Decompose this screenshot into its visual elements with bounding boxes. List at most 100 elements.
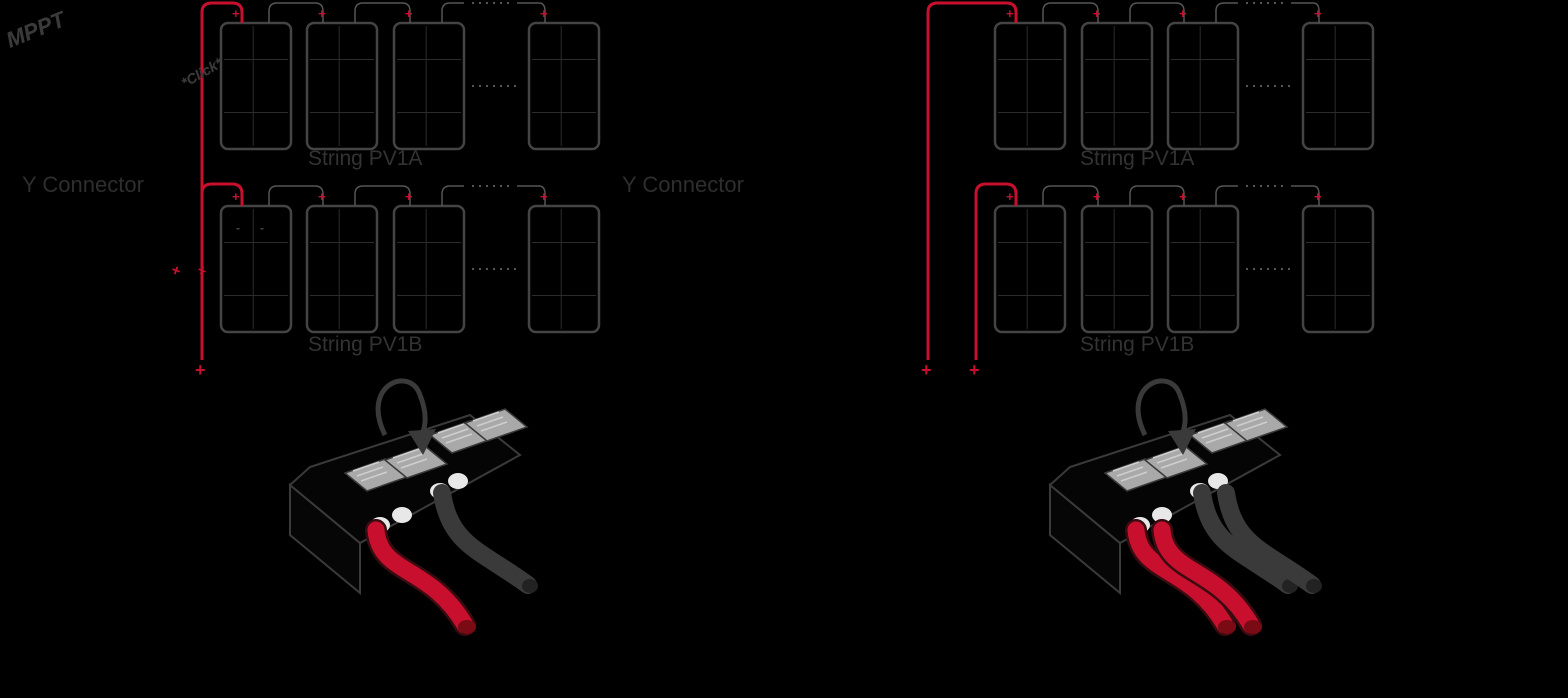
panel-frame <box>392 204 466 334</box>
right-string-pv1b-link-wire <box>1215 185 1238 206</box>
left-string-pv1b-plus-mark-2: + <box>318 189 326 204</box>
right-string-pv1a-plus-mark-1: + <box>1006 6 1014 21</box>
click-arrow-head <box>408 429 436 455</box>
mppt-port-ridges <box>392 448 428 469</box>
right-string-pv1b-plus-mark-2: + <box>1093 189 1101 204</box>
right-string-pv1b-plus-mark-1: + <box>1006 189 1014 204</box>
click-arrow <box>1135 378 1188 437</box>
left-string-pv1a-panel-4 <box>527 21 601 151</box>
left-string-pv1b-panel-2 <box>305 204 379 334</box>
negative-cable-end <box>522 579 538 593</box>
right-string-pv1b-link-wire <box>1129 185 1185 206</box>
left-string-pv1a-plus-mark-4: + <box>540 6 548 21</box>
left-string-pv1a-link-wire <box>517 2 546 23</box>
panel-frame <box>993 21 1067 151</box>
left-string-pv1b-link-wire <box>268 185 324 206</box>
mppt-port-ridges <box>1112 461 1148 482</box>
panel-frame <box>1080 204 1154 334</box>
right-string-pv1b-link-wire <box>1291 185 1320 206</box>
mppt-port-block <box>1223 408 1289 442</box>
right-string-pv1a-panel-3 <box>1166 21 1240 151</box>
mppt-port-ridges <box>472 411 508 432</box>
right-positive-terminal-a: + <box>921 360 932 380</box>
left-string-pv1b-panel-3 <box>392 204 466 334</box>
right-string-pv1b-panel-4 <box>1301 204 1375 334</box>
left-positive-riser <box>200 1 244 360</box>
negative-terminal-mark: - <box>236 221 240 235</box>
mppt-port-ridges <box>1152 448 1188 469</box>
panel-frame <box>305 204 379 334</box>
mppt-port-block <box>463 408 529 442</box>
string-pv1b-label-left: String PV1B <box>308 333 423 356</box>
mppt-port-block <box>1143 445 1209 479</box>
negative-terminal-mark: - <box>236 221 240 235</box>
panel-frame <box>527 204 601 334</box>
mppt-port-ridges <box>1232 411 1268 432</box>
mppt-port-ridges <box>1197 423 1233 444</box>
right-string-pv1b-plus-mark-3: + <box>1179 189 1187 204</box>
negative-cable <box>1217 484 1321 594</box>
panel-frame <box>219 21 293 151</box>
positive-cable-end <box>1218 620 1236 634</box>
mppt-port-block <box>383 445 449 479</box>
panel-frame <box>392 21 466 151</box>
right-mppt-connector <box>1048 378 1322 636</box>
positive-cable <box>1153 521 1260 634</box>
left-string-pv1b-plus-mark-4: + <box>540 189 548 204</box>
mppt-port-ridges <box>437 423 473 444</box>
right-string-pv1a-link-wire <box>1215 2 1238 23</box>
positive-cable-end <box>1244 620 1262 634</box>
right-string-pv1a-plus-mark-2: + <box>1093 6 1101 21</box>
left-string-pv1a-panel-2 <box>305 21 379 151</box>
right-string-pv1b-link-wire <box>1042 185 1099 206</box>
positive-cable <box>1127 521 1234 634</box>
right-string-pv1a-link-wire <box>1042 2 1099 23</box>
mppt-port-hole <box>392 507 412 523</box>
string-pv1a-label-left: String PV1A <box>308 147 423 170</box>
right-positive-riser-b <box>974 182 1018 360</box>
positive-terminal-mark: + <box>169 261 183 280</box>
left-string-pv1b-plus-mark-3: + <box>405 189 413 204</box>
panel-frame <box>1166 21 1240 151</box>
mppt-port-hole <box>1152 507 1172 523</box>
left-string-pv1a-panel-1 <box>219 21 293 151</box>
right-string-pv1b-panel-1 <box>993 204 1067 334</box>
right-positive-terminal-b: + <box>969 360 980 380</box>
mppt-port-hole <box>448 473 468 489</box>
string-pv1a-label-right: String PV1A <box>1080 147 1195 170</box>
right-string-pv1b-panel-3 <box>1166 204 1240 334</box>
left-string-pv1a-link-wire <box>268 2 324 23</box>
negative-cable <box>433 484 537 594</box>
right-string-pv1a-plus-mark-3: + <box>1179 6 1187 21</box>
negative-cable-end <box>1306 579 1322 593</box>
panel-frame <box>1301 204 1375 334</box>
panel-frame <box>527 21 601 151</box>
panel-frame <box>1301 21 1375 151</box>
negative-terminal-mark: - <box>260 221 264 235</box>
right-string-pv1a-plus-mark-4: + <box>1314 6 1322 21</box>
positive-terminal-mark: + <box>195 261 209 280</box>
string-pv1b-label-right: String PV1B <box>1080 333 1195 356</box>
left-string-pv1a-plus-mark-3: + <box>405 6 413 21</box>
positive-cable <box>367 521 474 634</box>
y-connector-label-right: Y Connector <box>622 172 744 197</box>
right-string-pv1a-panel-1 <box>993 21 1067 151</box>
positive-cable-end <box>458 620 476 634</box>
left-string-pv1a-link-wire <box>441 2 464 23</box>
y-connector-label-left: Y Connector <box>22 172 144 197</box>
negative-cable <box>1193 484 1297 594</box>
left-string-pv1a-link-wire <box>354 2 411 23</box>
right-string-pv1a-panel-2 <box>1080 21 1154 151</box>
right-positive-riser-a <box>926 1 1018 360</box>
right-string-pv1b-plus-mark-4: + <box>1314 189 1322 204</box>
right-string-pv1a-link-wire <box>1291 2 1320 23</box>
right-string-pv1a-link-wire <box>1129 2 1185 23</box>
panel-frame <box>219 204 293 334</box>
left-string-pv1b-link-wire <box>517 185 546 206</box>
click-arrow-head <box>1168 429 1196 455</box>
panel-frame <box>993 204 1067 334</box>
left-string-pv1a-plus-mark-1: + <box>232 6 240 21</box>
right-string-pv1b-panel-2 <box>1080 204 1154 334</box>
